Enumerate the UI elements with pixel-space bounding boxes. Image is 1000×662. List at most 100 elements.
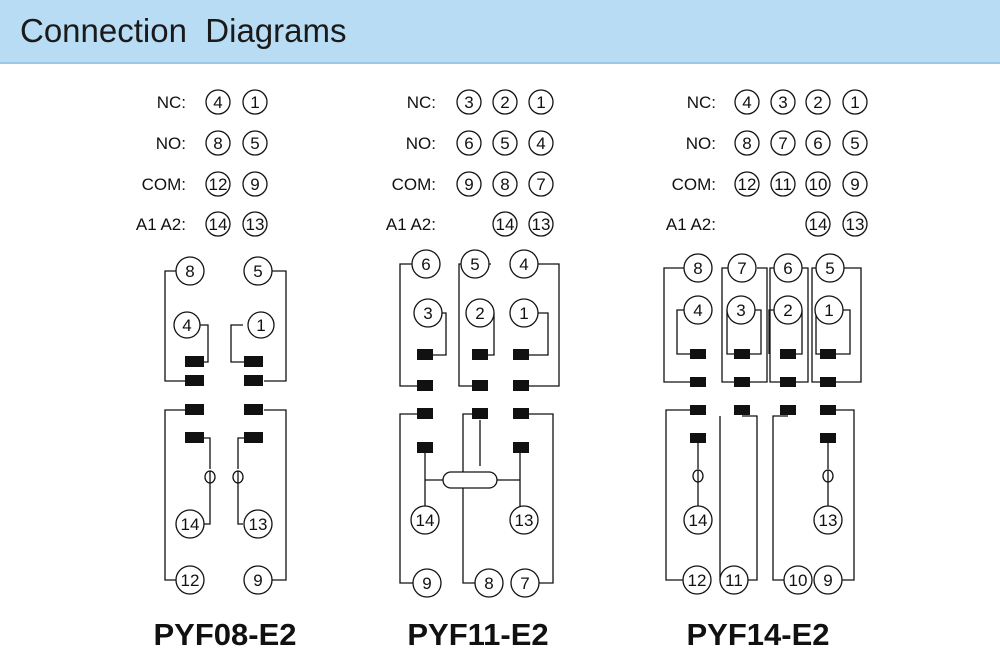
terminal: 4: [683, 295, 713, 325]
no-label: NO:: [686, 134, 716, 153]
contact-block: [780, 377, 796, 387]
legend-nc-terminal: 4: [205, 89, 231, 115]
terminal: 9: [243, 565, 273, 595]
contact-block: [513, 349, 529, 360]
legend-coil-terminal: 14: [205, 211, 231, 237]
coil-label: A1 A2:: [386, 215, 436, 234]
svg-text:4: 4: [519, 255, 528, 274]
coil-symbol: [442, 471, 498, 489]
svg-text:3: 3: [736, 301, 745, 320]
relay-wiring: [164, 270, 287, 581]
terminal: 4: [173, 311, 201, 339]
contact-block: [244, 356, 263, 367]
contact-block: [690, 377, 706, 387]
terminal: 1: [814, 295, 844, 325]
terminal: 8: [683, 253, 713, 283]
legend-no-terminal: 7: [770, 130, 796, 156]
svg-text:9: 9: [850, 175, 859, 194]
svg-text:13: 13: [532, 215, 551, 234]
legend-no-terminal: 5: [842, 130, 868, 156]
relay-wiring: [399, 263, 560, 584]
contact-block: [734, 405, 750, 415]
svg-text:3: 3: [778, 93, 787, 112]
coil-label: A1 A2:: [136, 215, 186, 234]
terminal: 11: [719, 565, 749, 595]
com-label: COM:: [142, 175, 186, 194]
contact-block: [820, 377, 836, 387]
contact-block: [417, 349, 433, 360]
contact-block: [734, 377, 750, 387]
terminal: 3: [413, 298, 443, 328]
contact-block: [690, 433, 706, 443]
terminal: 6: [411, 249, 441, 279]
svg-text:5: 5: [470, 255, 479, 274]
contact-block: [472, 408, 488, 419]
legend-coil-terminal: 14: [805, 211, 831, 237]
legend-com-terminal: 7: [528, 171, 554, 197]
legend-coil-terminal: 13: [242, 211, 268, 237]
svg-text:6: 6: [464, 134, 473, 153]
svg-text:7: 7: [536, 175, 545, 194]
contact-block: [734, 349, 750, 359]
svg-text:8: 8: [500, 175, 509, 194]
no-label: NO:: [156, 134, 186, 153]
svg-text:12: 12: [181, 571, 200, 590]
svg-text:12: 12: [738, 175, 757, 194]
com-label: COM:: [392, 175, 436, 194]
contact-block: [780, 405, 796, 415]
legend-coil-terminal: 13: [528, 211, 554, 237]
contact-block: [820, 433, 836, 443]
svg-text:14: 14: [416, 511, 435, 530]
contact-block: [690, 349, 706, 359]
legend-coil-terminal: 14: [492, 211, 518, 237]
contact-block: [513, 380, 529, 391]
svg-text:4: 4: [182, 316, 191, 335]
model-name: PYF08-E2: [153, 617, 296, 652]
svg-text:9: 9: [250, 175, 259, 194]
contact-block: [244, 432, 263, 443]
terminal: 14: [410, 505, 440, 535]
contact-block: [690, 405, 706, 415]
contact-block: [244, 375, 263, 386]
svg-text:1: 1: [250, 93, 259, 112]
contact-block: [472, 349, 488, 360]
relay-pyf14-e2: NC: NO: COM: A1 A2: 4 3 2 1 8 7 6 5 12 1…: [663, 89, 868, 652]
nc-label: NC:: [687, 93, 716, 112]
terminal: 5: [243, 256, 273, 286]
legend-no-terminal: 4: [528, 130, 554, 156]
svg-text:2: 2: [813, 93, 822, 112]
legend-com-terminal: 12: [205, 171, 231, 197]
contact-block: [513, 442, 529, 453]
svg-text:7: 7: [778, 134, 787, 153]
legend-nc-terminal: 3: [456, 89, 482, 115]
legend-nc-terminal: 2: [492, 89, 518, 115]
contact-block: [417, 408, 433, 419]
terminal: 3: [726, 295, 756, 325]
relay-pyf08-e2: NC: NO: COM: A1 A2: 4 1 8 5 12 9 14 13: [136, 89, 297, 652]
svg-text:6: 6: [421, 255, 430, 274]
legend-no-terminal: 8: [734, 130, 760, 156]
svg-text:11: 11: [774, 175, 792, 194]
svg-text:4: 4: [742, 93, 751, 112]
terminal: 9: [412, 568, 442, 598]
terminal: 12: [175, 565, 205, 595]
nc-label: NC:: [407, 93, 436, 112]
svg-text:14: 14: [809, 215, 828, 234]
terminal: 2: [773, 295, 803, 325]
svg-text:3: 3: [464, 93, 473, 112]
legend-com-terminal: 10: [805, 171, 831, 197]
relay-wiring: [663, 267, 862, 581]
contact-block: [513, 408, 529, 419]
contact-block: [820, 349, 836, 359]
svg-text:4: 4: [536, 134, 545, 153]
terminal: 14: [175, 509, 205, 539]
svg-text:5: 5: [825, 259, 834, 278]
svg-text:11: 11: [725, 571, 743, 590]
legend-com-terminal: 12: [734, 171, 760, 197]
model-name: PYF11-E2: [407, 617, 548, 652]
svg-text:9: 9: [823, 571, 832, 590]
svg-text:13: 13: [846, 215, 865, 234]
contact-block: [417, 442, 433, 453]
nc-label: NC:: [157, 93, 186, 112]
